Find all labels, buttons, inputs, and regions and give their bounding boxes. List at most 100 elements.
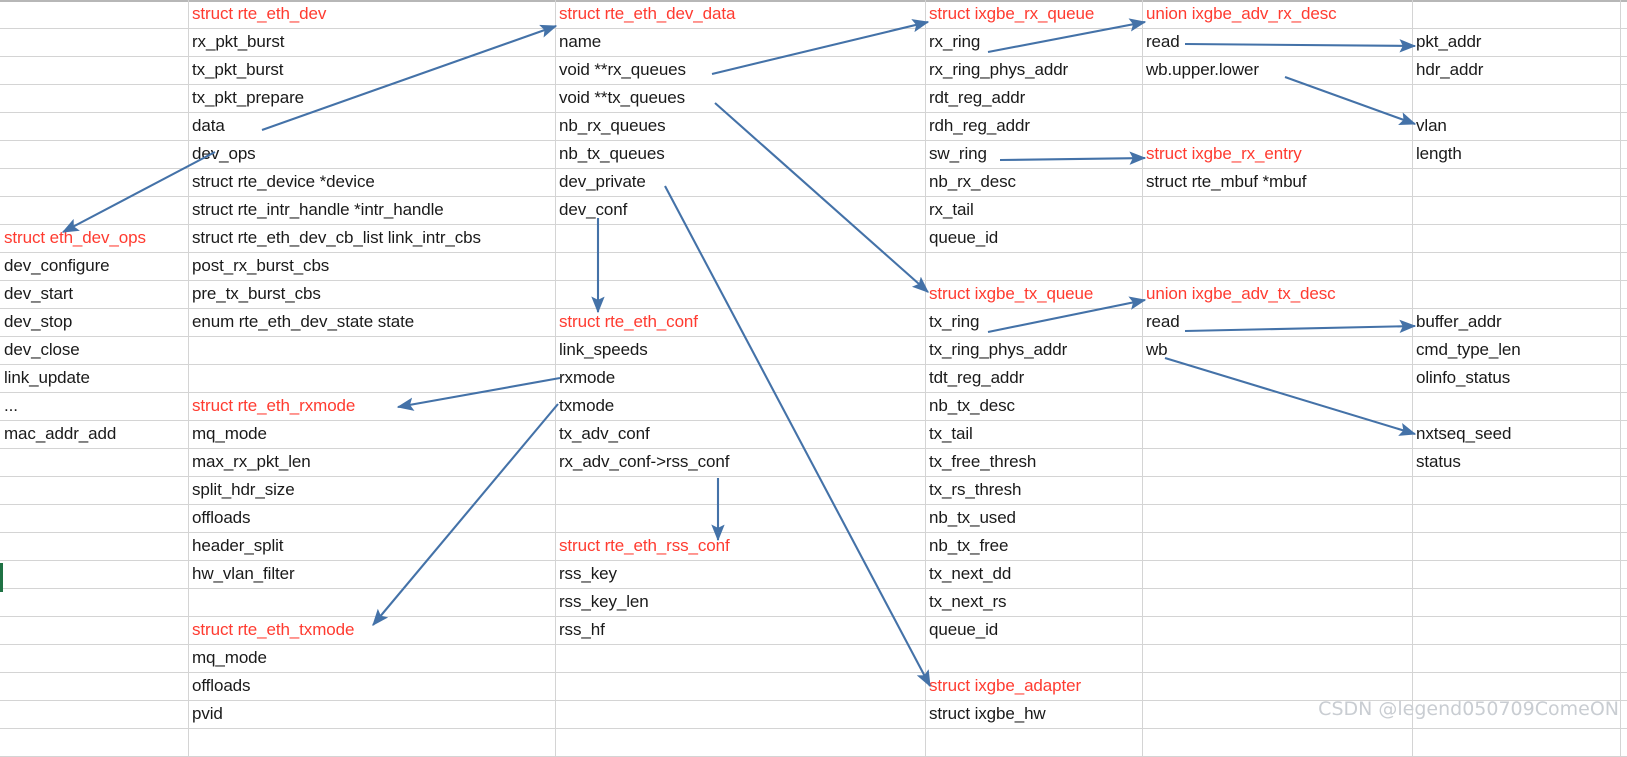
struct-header-cell[interactable]: union ixgbe_adv_rx_desc — [1146, 4, 1337, 23]
field-cell[interactable]: read — [1146, 32, 1180, 51]
grid-row-line — [0, 84, 1627, 85]
field-cell[interactable]: tx_tail — [929, 424, 973, 443]
field-cell[interactable]: nb_tx_free — [929, 536, 1009, 555]
field-cell[interactable]: rx_tail — [929, 200, 974, 219]
field-cell[interactable]: pvid — [192, 704, 223, 723]
field-cell[interactable]: rdt_reg_addr — [929, 88, 1026, 107]
field-cell[interactable]: mq_mode — [192, 648, 267, 667]
field-cell[interactable]: nb_rx_desc — [929, 172, 1016, 191]
field-cell[interactable]: rss_key_len — [559, 592, 649, 611]
field-cell[interactable]: hdr_addr — [1416, 60, 1484, 79]
field-cell[interactable]: hw_vlan_filter — [192, 564, 295, 583]
field-cell[interactable]: nb_tx_desc — [929, 396, 1015, 415]
field-cell[interactable]: enum rte_eth_dev_state state — [192, 312, 415, 331]
field-cell[interactable]: tx_free_thresh — [929, 452, 1037, 471]
field-cell[interactable]: link_speeds — [559, 340, 648, 359]
field-cell[interactable]: vlan — [1416, 116, 1447, 135]
struct-header-cell[interactable]: struct rte_eth_rss_conf — [559, 536, 730, 555]
field-cell[interactable]: nb_rx_queues — [559, 116, 666, 135]
struct-header-cell[interactable]: struct ixgbe_rx_entry — [1146, 144, 1302, 163]
field-cell[interactable]: offloads — [192, 508, 251, 527]
field-cell[interactable]: cmd_type_len — [1416, 340, 1521, 359]
field-cell[interactable]: dev_configure — [4, 256, 110, 275]
field-cell[interactable]: void **rx_queues — [559, 60, 686, 79]
field-cell[interactable]: data — [192, 116, 225, 135]
field-cell[interactable]: sw_ring — [929, 144, 987, 163]
field-cell[interactable]: rss_hf — [559, 620, 605, 639]
field-cell[interactable]: offloads — [192, 676, 251, 695]
field-cell[interactable]: mq_mode — [192, 424, 267, 443]
field-cell[interactable]: rdh_reg_addr — [929, 116, 1030, 135]
grid-col-line — [1142, 0, 1143, 757]
field-cell[interactable]: queue_id — [929, 620, 999, 639]
field-cell[interactable]: length — [1416, 144, 1462, 163]
field-cell[interactable]: tdt_reg_addr — [929, 368, 1025, 387]
field-cell[interactable]: post_rx_burst_cbs — [192, 256, 330, 275]
grid-col-line — [1620, 0, 1621, 757]
field-cell[interactable]: struct rte_intr_handle *intr_handle — [192, 200, 444, 219]
field-cell[interactable]: read — [1146, 312, 1180, 331]
field-cell[interactable]: header_split — [192, 536, 284, 555]
field-cell[interactable]: dev_conf — [559, 200, 628, 219]
field-cell[interactable]: nb_tx_queues — [559, 144, 665, 163]
field-cell[interactable]: txmode — [559, 396, 615, 415]
field-cell[interactable]: struct rte_mbuf *mbuf — [1146, 172, 1307, 191]
grid-row-line — [0, 728, 1627, 729]
field-cell[interactable]: tx_next_dd — [929, 564, 1012, 583]
field-cell[interactable]: tx_ring — [929, 312, 980, 331]
field-cell[interactable]: mac_addr_add — [4, 424, 117, 443]
field-cell[interactable]: tx_pkt_burst — [192, 60, 284, 79]
struct-header-cell[interactable]: struct rte_eth_conf — [559, 312, 698, 331]
field-cell[interactable]: link_update — [4, 368, 90, 387]
grid-row-line — [0, 700, 1627, 701]
field-cell[interactable]: tx_ring_phys_addr — [929, 340, 1068, 359]
struct-header-cell[interactable]: struct rte_eth_txmode — [192, 620, 355, 639]
field-cell[interactable]: pre_tx_burst_cbs — [192, 284, 321, 303]
field-cell[interactable]: dev_close — [4, 340, 80, 359]
field-cell[interactable]: max_rx_pkt_len — [192, 452, 311, 471]
field-cell[interactable]: nxtseq_seed — [1416, 424, 1512, 443]
field-cell[interactable]: tx_adv_conf — [559, 424, 650, 443]
struct-header-cell[interactable]: struct ixgbe_tx_queue — [929, 284, 1094, 303]
field-cell[interactable]: queue_id — [929, 228, 999, 247]
field-cell[interactable]: void **tx_queues — [559, 88, 685, 107]
field-cell[interactable]: dev_private — [559, 172, 646, 191]
field-cell[interactable]: dev_start — [4, 284, 74, 303]
field-cell[interactable]: status — [1416, 452, 1461, 471]
field-cell[interactable]: olinfo_status — [1416, 368, 1511, 387]
field-cell[interactable]: tx_pkt_prepare — [192, 88, 305, 107]
field-cell[interactable]: split_hdr_size — [192, 480, 295, 499]
field-cell[interactable]: rx_adv_conf->rss_conf — [559, 452, 730, 471]
field-cell[interactable]: wb — [1146, 340, 1168, 359]
field-cell[interactable]: name — [559, 32, 602, 51]
struct-header-cell[interactable]: struct eth_dev_ops — [4, 228, 146, 247]
field-cell[interactable]: rx_pkt_burst — [192, 32, 285, 51]
field-cell[interactable]: nb_tx_used — [929, 508, 1016, 527]
struct-header-cell[interactable]: struct rte_eth_rxmode — [192, 396, 356, 415]
field-cell[interactable]: pkt_addr — [1416, 32, 1482, 51]
field-cell[interactable]: rx_ring_phys_addr — [929, 60, 1069, 79]
struct-header-cell[interactable]: union ixgbe_adv_tx_desc — [1146, 284, 1336, 303]
field-cell[interactable]: tx_next_rs — [929, 592, 1007, 611]
field-cell[interactable]: rss_key — [559, 564, 617, 583]
struct-header-cell[interactable]: struct rte_eth_dev_data — [559, 4, 736, 23]
field-cell[interactable]: struct rte_eth_dev_cb_list link_intr_cbs — [192, 228, 481, 247]
csdn-watermark: CSDN @legend050709ComeON — [1318, 698, 1619, 720]
field-cell[interactable]: ... — [4, 396, 18, 415]
grid-col-line — [188, 0, 189, 757]
struct-header-cell[interactable]: struct rte_eth_dev — [192, 4, 327, 23]
field-cell[interactable]: tx_rs_thresh — [929, 480, 1022, 499]
field-cell[interactable]: dev_ops — [192, 144, 256, 163]
field-cell[interactable]: wb.upper.lower — [1146, 60, 1259, 79]
field-cell[interactable]: buffer_addr — [1416, 312, 1502, 331]
field-cell[interactable]: rxmode — [559, 368, 616, 387]
frozen-pane-rule — [0, 0, 1627, 2]
struct-header-cell[interactable]: struct ixgbe_adapter — [929, 676, 1082, 695]
struct-header-cell[interactable]: struct ixgbe_rx_queue — [929, 4, 1095, 23]
field-cell[interactable]: struct rte_device *device — [192, 172, 375, 191]
field-cell[interactable]: dev_stop — [4, 312, 73, 331]
field-cell[interactable]: rx_ring — [929, 32, 981, 51]
field-cell[interactable]: struct ixgbe_hw — [929, 704, 1046, 723]
